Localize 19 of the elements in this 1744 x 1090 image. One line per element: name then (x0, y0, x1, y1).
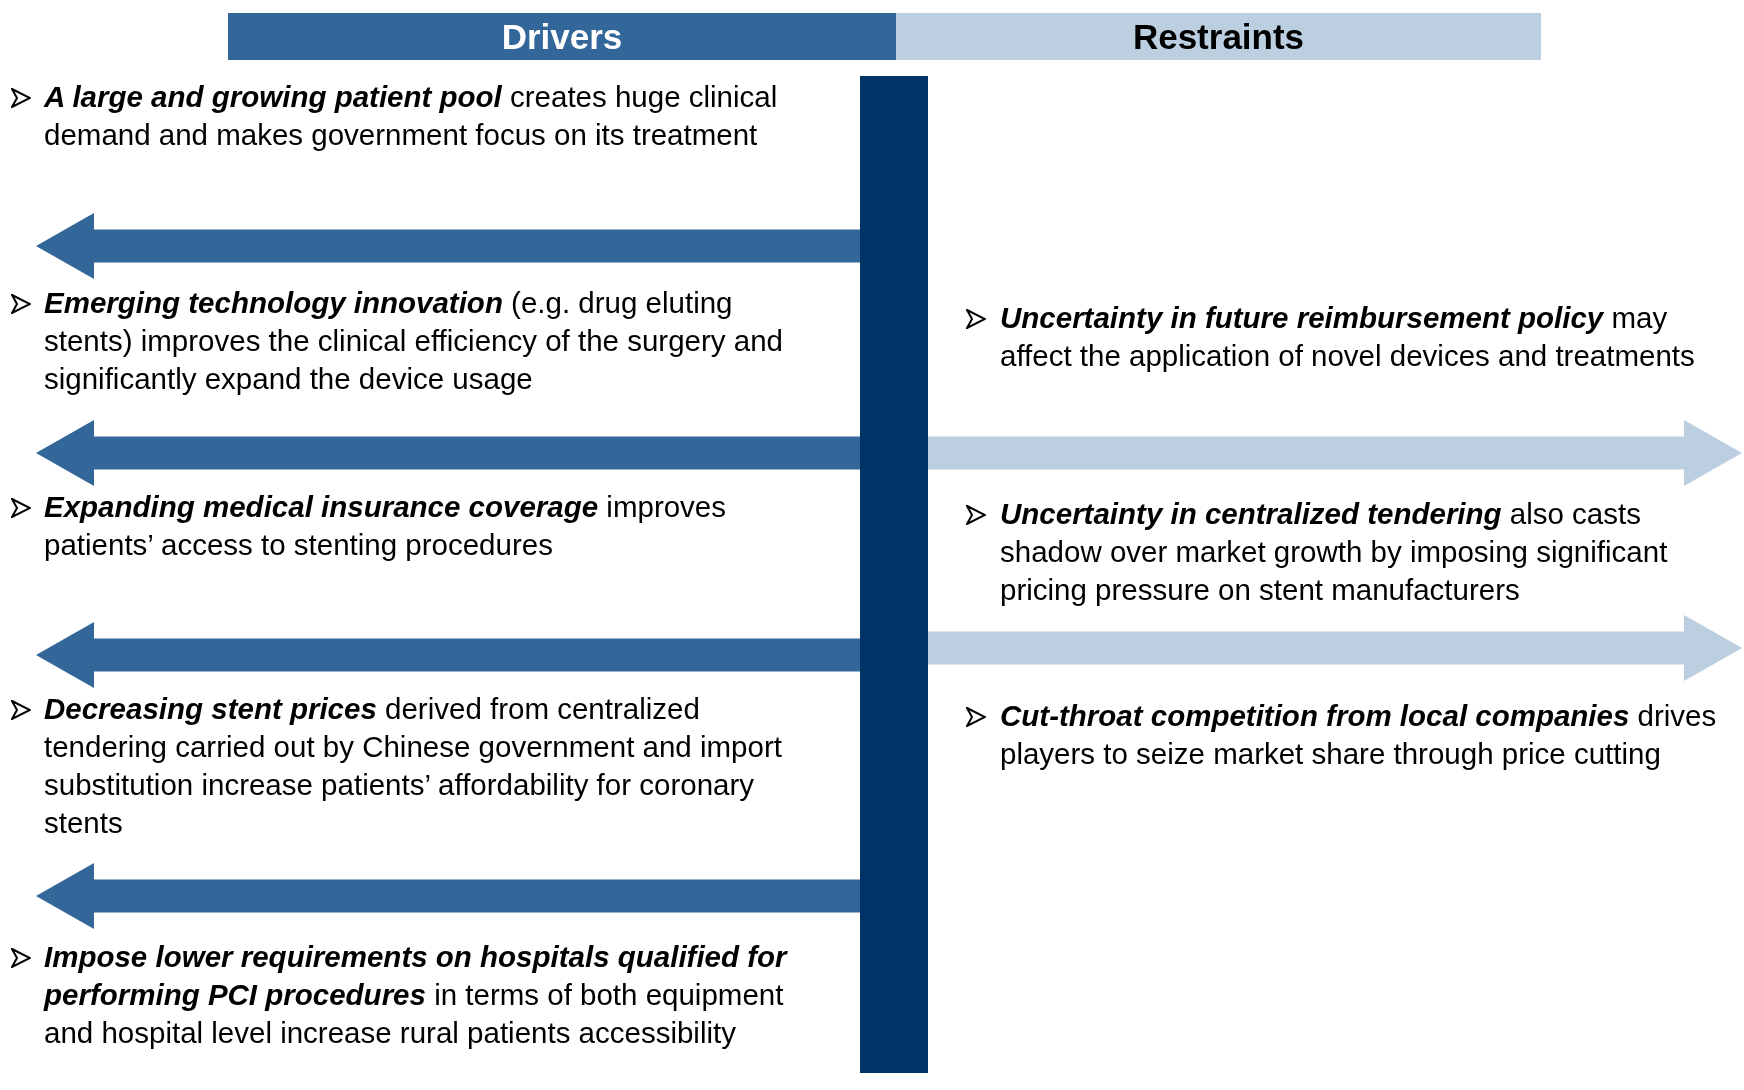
arrow (36, 863, 860, 929)
header-title: Restraints (1132, 16, 1305, 57)
bullet-text: Impose lower requirements on hospitals qualified for performing PCI procedures in terms of both equipment and hospital level increase rural patients accessibility (44, 939, 789, 1051)
bullet-text: Uncertainty in centralized tendering also casts shadow over market growth by imposing significant pricing pressure on stent manufacturers (1000, 496, 1669, 608)
arrow (36, 420, 860, 486)
arrow (36, 622, 860, 688)
bullet-text: Emerging technology innovation (e.g. drug eluting stents) improves the clinical efficiency of the surgery and significantly expand the device usage (44, 285, 784, 397)
bullet-text: Expanding medical insurance coverage improves patients’ access to stenting procedures (44, 489, 728, 563)
header-title: Drivers (501, 16, 623, 57)
arrow (928, 420, 1742, 486)
arrow (928, 615, 1742, 681)
bullet-text: A large and growing patient pool creates huge clinical demand and makes government focus on its treatment (44, 79, 779, 153)
bullet-text: Uncertainty in future reimbursement policy may affect the application of novel devices and treatments (1000, 300, 1696, 374)
arrow (36, 213, 860, 279)
bullet-text: Decreasing stent prices derived from centralized tendering carried out by Chinese government and import substitution increase patients’ affordability for coronary stents (44, 691, 783, 841)
vertical-bar (860, 76, 928, 1073)
header-bar (228, 13, 896, 60)
bullet-text: Cut-throat competition from local companies drives players to seize market share through price cutting (1000, 698, 1718, 772)
header-bar (896, 13, 1541, 60)
